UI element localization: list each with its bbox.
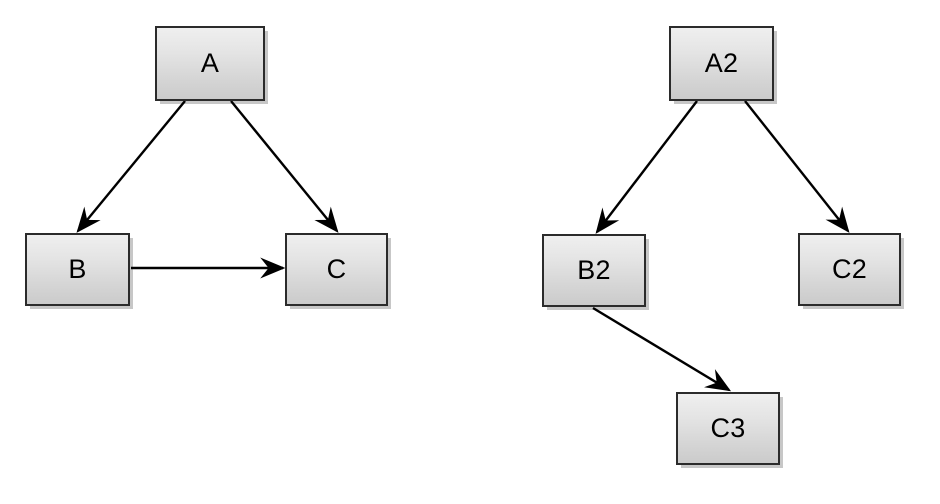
edge-a2-to-c2 [744, 100, 850, 233]
node-b[interactable]: B [25, 233, 130, 306]
edges-group [76, 100, 850, 392]
edge-a-to-c [230, 100, 339, 233]
edge-a-to-b [76, 100, 186, 233]
node-c2-label: C2 [832, 254, 867, 284]
node-c2[interactable]: C2 [798, 233, 901, 306]
node-a-label: A [200, 48, 220, 78]
node-b2-label: B2 [577, 255, 611, 285]
node-b2[interactable]: B2 [542, 234, 646, 307]
node-c-label: C [326, 254, 347, 284]
node-a2-label: A2 [704, 48, 739, 78]
node-c3[interactable]: C3 [676, 392, 780, 465]
edge-b2-to-c3 [592, 306, 732, 392]
node-b-label: B [68, 254, 87, 284]
node-a2[interactable]: A2 [669, 26, 774, 101]
node-c3-label: C3 [710, 413, 746, 443]
edge-a2-to-b2 [595, 100, 698, 234]
node-a[interactable]: A [155, 26, 265, 101]
node-c[interactable]: C [285, 233, 388, 306]
